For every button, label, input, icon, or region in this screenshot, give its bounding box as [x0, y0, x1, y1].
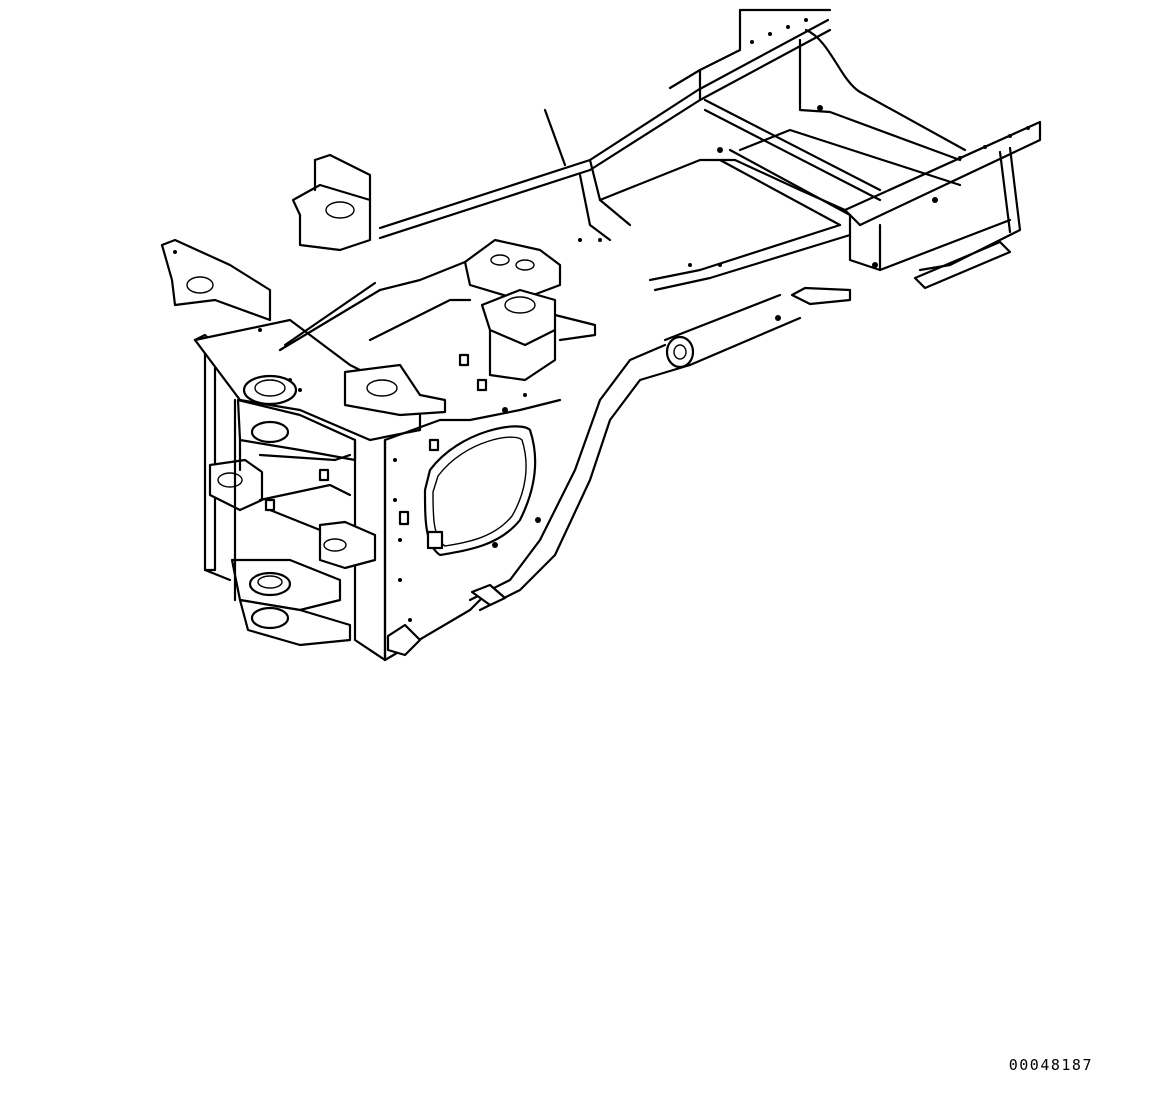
front-frame	[160, 153, 781, 662]
frame-holes	[173, 250, 781, 622]
drawing-number: 00048187	[1008, 1056, 1093, 1074]
rail-holes	[578, 18, 1030, 268]
rear-frame	[378, 8, 1042, 612]
